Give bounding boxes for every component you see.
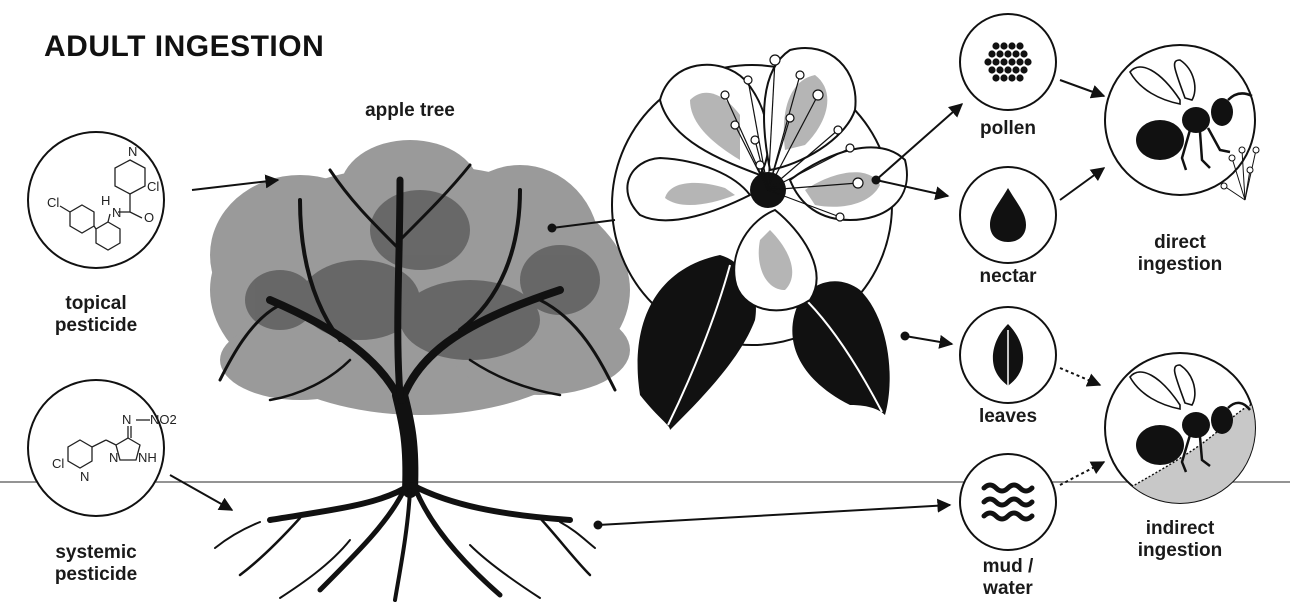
- arrow-systemic-to-roots: [170, 475, 232, 510]
- chem-topical-n: N: [128, 144, 137, 159]
- chem-topical-o: O: [144, 210, 154, 225]
- chem-topical-cl1: Cl: [147, 179, 159, 194]
- arrow-flower-to-leaves: [905, 336, 952, 344]
- chem-topical-cl2: Cl: [47, 195, 59, 210]
- chem-topical-n2: N: [112, 205, 121, 220]
- arrow-roots-to-mud: [598, 505, 950, 525]
- label-topical-pesticide: topical pesticide: [36, 293, 156, 337]
- label-direct-ingestion: direct ingestion: [1120, 232, 1240, 276]
- indirect-ingestion-bee: [1100, 353, 1270, 520]
- topical-pesticide-molecule: N Cl Cl H N O: [28, 132, 164, 268]
- chem-systemic-n2: N: [109, 450, 118, 465]
- chem-systemic-n: N: [122, 412, 131, 427]
- label-leaves: leaves: [958, 406, 1058, 428]
- label-apple-tree: apple tree: [350, 100, 470, 122]
- label-nectar: nectar: [958, 266, 1058, 288]
- arrow-nectar-to-direct: [1060, 168, 1104, 200]
- label-indirect-ingestion: indirect ingestion: [1120, 518, 1240, 562]
- apple-tree: [210, 140, 630, 600]
- label-systemic-pesticide: systemic pesticide: [36, 542, 156, 586]
- pollen-circle: [960, 14, 1056, 110]
- label-pollen: pollen: [958, 118, 1058, 140]
- chem-systemic-cl: Cl: [52, 456, 64, 471]
- leaves-circle: [960, 307, 1056, 403]
- label-mud-water: mud / water: [958, 556, 1058, 600]
- direct-ingestion-bee: [1105, 45, 1259, 200]
- apple-blossom: [612, 48, 907, 430]
- chem-topical-h: H: [101, 193, 110, 208]
- chem-systemic-nh: NH: [138, 450, 157, 465]
- chem-systemic-no2: NO2: [150, 412, 177, 427]
- arrow-leaves-to-indirect: [1060, 368, 1100, 385]
- systemic-pesticide-molecule: N NO2 N NH Cl N: [28, 380, 177, 516]
- arrow-pollen-to-direct: [1060, 80, 1104, 96]
- arrow-flower-to-pollen: [876, 104, 962, 180]
- nectar-circle: [960, 167, 1056, 263]
- mud-water-circle: [960, 454, 1056, 550]
- page-title: ADULT INGESTION: [44, 30, 324, 64]
- chem-systemic-n3: N: [80, 469, 89, 484]
